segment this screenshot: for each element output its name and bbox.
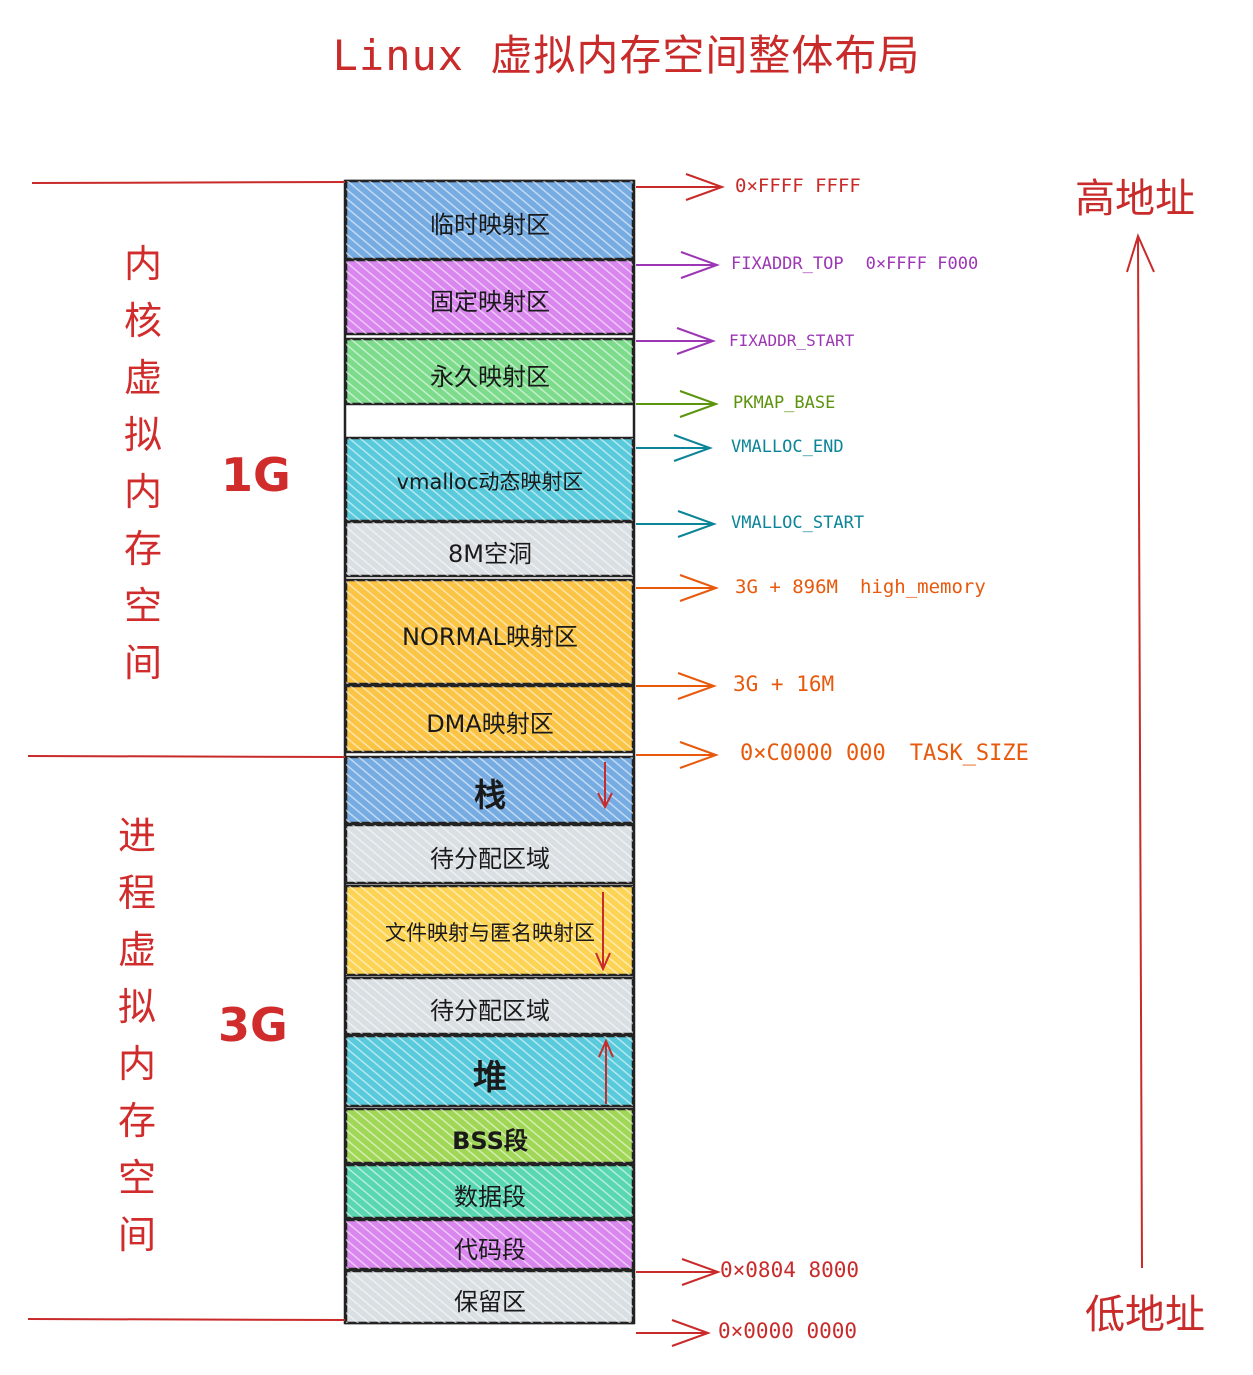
top-divider	[31, 181, 346, 184]
heap-up-arrow-icon	[598, 1038, 614, 1104]
address-axis-arrowhead-icon	[1126, 233, 1155, 273]
kernel-space-label: 内核虚拟内存空间	[123, 242, 162, 685]
address-marker-label: VMALLOC_START	[731, 513, 864, 533]
mmap-down-arrow-icon	[595, 892, 611, 972]
marker-address: VMALLOC_END	[731, 436, 844, 457]
marker-arrow-icon	[636, 672, 717, 700]
marker-address: PKMAP_BASE	[733, 392, 836, 413]
marker-arrow-icon	[636, 574, 719, 602]
segment-label: 代码段	[454, 1235, 526, 1264]
segment-label: BSS段	[452, 1127, 528, 1156]
marker-extra: 0×FFFF F000	[865, 253, 979, 274]
segment-label: 堆	[473, 1057, 507, 1098]
segment-hatch	[346, 825, 633, 883]
segment-hatch	[346, 1271, 633, 1323]
marker-arrow-icon	[636, 173, 725, 201]
segment-hatch	[346, 1220, 633, 1269]
address-axis-line	[1137, 237, 1143, 1269]
marker-address: FIXADDR_START	[729, 330, 855, 350]
marker-address: 3G + 896M	[735, 575, 838, 598]
process-size-label: 3G	[218, 998, 288, 1052]
kernel-size-label: 1G	[221, 448, 291, 502]
marker-arrow-icon	[636, 741, 719, 769]
page-title: Linux 虚拟内存空间整体布局	[332, 31, 921, 80]
address-marker-label: FIXADDR_START	[729, 331, 854, 350]
marker-address: FIXADDR_TOP	[731, 253, 844, 274]
address-marker-label: 0×0804 8000	[720, 1258, 859, 1282]
address-marker-label: 3G + 16M	[733, 672, 834, 696]
segment-label: DMA映射区	[426, 710, 554, 739]
low-address-label: 低地址	[1085, 1292, 1205, 1338]
segments-layer	[343, 179, 636, 1325]
segment-hatch	[346, 522, 633, 576]
segment-hatch	[346, 1165, 633, 1218]
segment-label: 待分配区域	[430, 997, 550, 1026]
marker-arrow-icon	[636, 1258, 721, 1286]
process-space-label: 进程虚拟内存空间	[117, 814, 156, 1257]
segment-label: NORMAL映射区	[401, 623, 578, 652]
marker-address: 0×0804 8000	[720, 1258, 860, 1283]
segment-hatch	[346, 686, 633, 752]
segment-label: 栈	[473, 776, 506, 815]
segment-hatch	[346, 886, 633, 975]
segment-hatch	[346, 580, 633, 684]
marker-address: 0×0000 0000	[718, 1319, 858, 1344]
segment-hatch	[346, 1109, 633, 1163]
marker-arrow-icon	[636, 390, 719, 418]
marker-arrow-icon	[636, 251, 720, 279]
middle-divider	[27, 755, 346, 758]
marker-arrow-icon	[636, 434, 713, 462]
segment-label: 数据段	[454, 1182, 526, 1211]
segment-label: 保留区	[454, 1288, 526, 1317]
segment-label: 固定映射区	[430, 288, 550, 317]
marker-arrow-icon	[636, 1319, 711, 1347]
marker-extra: TASK_SIZE	[909, 740, 1029, 766]
address-marker-label: PKMAP_BASE	[733, 393, 835, 413]
segment-hatch	[346, 757, 633, 823]
marker-address: 3G + 16M	[733, 672, 835, 697]
marker-arrow-icon	[636, 510, 717, 538]
segment-label: 临时映射区	[430, 211, 550, 240]
address-marker-label: FIXADDR_TOP 0×FFFF F000	[731, 254, 978, 274]
segment-label: 8M空洞	[448, 540, 532, 569]
high-address-label: 高地址	[1075, 176, 1195, 222]
marker-address: VMALLOC_START	[731, 512, 865, 533]
segment-label: 文件映射与匿名映射区	[385, 921, 595, 946]
divider-lines	[27, 181, 1155, 1321]
segment-label: 永久映射区	[430, 362, 550, 391]
segment-hatch	[346, 260, 633, 334]
address-marker-label: 3G + 896M high_memory	[735, 576, 986, 598]
arrows-layer	[636, 173, 725, 1347]
segment-label: vmalloc动态映射区	[396, 470, 584, 495]
marker-arrow-icon	[636, 327, 716, 355]
address-marker-label: VMALLOC_END	[731, 437, 844, 457]
address-marker-label: 0×FFFF FFFF	[735, 175, 861, 197]
segment-hatch	[346, 1036, 633, 1106]
segment-hatch	[346, 978, 633, 1034]
marker-extra: high_memory	[859, 575, 986, 598]
marker-address: 0×C0000 000	[740, 740, 886, 766]
bottom-divider	[27, 1318, 346, 1321]
segment-label: 待分配区域	[430, 845, 550, 874]
address-marker-label: 0×C0000 000 TASK_SIZE	[740, 741, 1029, 766]
growth-arrows	[595, 762, 614, 1104]
segment-hatch	[346, 339, 633, 404]
segment-hatch	[346, 181, 633, 259]
stack-down-arrow-icon	[597, 762, 613, 810]
marker-address: 0×FFFF FFFF	[735, 174, 861, 197]
segment-hatch	[346, 438, 633, 521]
address-marker-label: 0×0000 0000	[718, 1319, 857, 1343]
